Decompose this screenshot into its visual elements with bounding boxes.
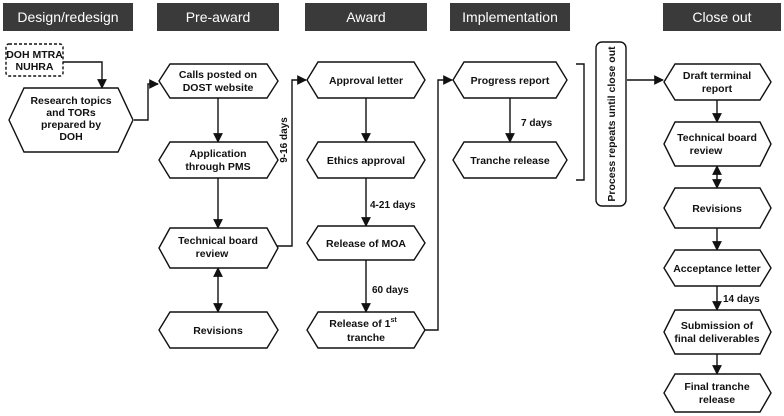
node-submission-final-line2: final deliverables (674, 333, 759, 345)
node-ethics-approval-line1: Ethics approval (327, 155, 405, 167)
node-approval-letter-line1: Approval letter (329, 75, 403, 87)
node-ethics-approval: Ethics approval (306, 141, 426, 179)
node-submission-final: Submission of final deliverables (663, 309, 772, 355)
node-application-pms-line2: through PMS (185, 161, 250, 173)
node-draft-terminal-line2: report (702, 83, 733, 95)
header-award: Award (305, 3, 427, 31)
edge-label-14-days: 14 days (723, 294, 760, 305)
edge-label-60-days: 60 days (372, 285, 409, 296)
node-tranche-release: Tranche release (452, 141, 568, 179)
node-tranche-release-line1: Tranche release (470, 155, 550, 167)
node-approval-letter: Approval letter (306, 61, 426, 99)
node-draft-terminal-line1: Draft terminal (683, 70, 751, 82)
node-release-moa-line1: Release of MOA (326, 238, 406, 250)
node-tech-board-preaward: Technical board review (158, 227, 279, 269)
node-tech-board-closeout: Technical board review (663, 121, 772, 167)
edge-doh-to-topics (63, 61, 107, 89)
header-implementation-label: Implementation (462, 9, 558, 25)
node-research-topics-line1: Research topics (30, 95, 111, 107)
node-release-first-tranche-line1: Release of 1st (329, 317, 397, 330)
edge-label-9-16-days: 9-16 days (279, 117, 290, 163)
repeat-bracket (576, 63, 585, 181)
node-submission-final-line1: Submission of (681, 320, 754, 332)
node-doh-mtra-line2: NUHRA (16, 61, 54, 73)
node-application-pms: Application through PMS (158, 141, 279, 179)
node-draft-terminal: Draft terminal report (663, 63, 772, 101)
node-research-topics-line2: and TORs (46, 107, 96, 119)
node-application-pms-line1: Application (189, 148, 246, 160)
node-calls-posted: Calls posted on DOST website (158, 63, 279, 99)
header-closeout: Close out (663, 3, 781, 31)
header-preaward: Pre-award (157, 3, 279, 31)
node-doh-mtra-line1: DOH MTRA (6, 49, 63, 61)
header-design: Design/redesign (3, 3, 133, 31)
node-progress-report-line1: Progress report (471, 75, 550, 87)
node-revisions-preaward: Revisions (158, 311, 279, 349)
node-final-tranche-line1: Final tranche (684, 381, 750, 393)
edge-label-4-21-days: 4-21 days (370, 200, 416, 211)
node-calls-posted-line2: DOST website (183, 82, 254, 94)
node-acceptance-letter: Acceptance letter (663, 249, 772, 287)
node-tech-board-preaward-line1: Technical board (178, 235, 258, 247)
node-research-topics-line4: DOH (59, 131, 82, 143)
node-doh-mtra: DOH MTRA NUHRA (5, 43, 64, 77)
node-release-first-tranche-main: Release of 1 (329, 318, 390, 330)
node-release-moa: Release of MOA (306, 225, 426, 261)
edge-techboard-to-approval (276, 75, 307, 247)
node-tech-board-preaward-line2: review (196, 248, 230, 260)
edge-tranche-to-progress (424, 75, 453, 331)
node-tech-board-closeout-line2: review (690, 145, 724, 157)
node-research-topics: Research topics and TORs prepared by DOH (8, 87, 134, 153)
node-final-tranche-line2: release (699, 394, 735, 406)
header-implementation: Implementation (450, 3, 570, 31)
node-progress-report: Progress report (452, 61, 568, 99)
node-tech-board-closeout-line1: Technical board (677, 132, 757, 144)
header-design-label: Design/redesign (17, 9, 118, 25)
edge-topics-to-calls (134, 79, 159, 121)
node-release-first-tranche-sup: st (391, 317, 398, 324)
edge-label-7-days: 7 days (521, 118, 553, 129)
node-calls-posted-line1: Calls posted on (179, 69, 257, 81)
connectors (63, 61, 722, 375)
node-release-first-tranche: Release of 1st tranche (306, 311, 426, 349)
node-final-tranche: Final tranche release (663, 373, 772, 413)
node-research-topics-line3: prepared by (41, 119, 101, 131)
node-revisions-closeout-line1: Revisions (692, 203, 742, 215)
node-revisions-preaward-line1: Revisions (193, 325, 243, 337)
header-closeout-label: Close out (692, 9, 751, 25)
node-process-repeats-text: Process repeats until close out (606, 46, 618, 202)
node-release-first-tranche-line2: tranche (347, 332, 385, 344)
node-revisions-closeout: Revisions (663, 187, 772, 229)
node-process-repeats: Process repeats until close out (595, 41, 627, 207)
node-acceptance-letter-line1: Acceptance letter (673, 263, 761, 275)
header-preaward-label: Pre-award (186, 9, 251, 25)
header-award-label: Award (346, 9, 385, 25)
